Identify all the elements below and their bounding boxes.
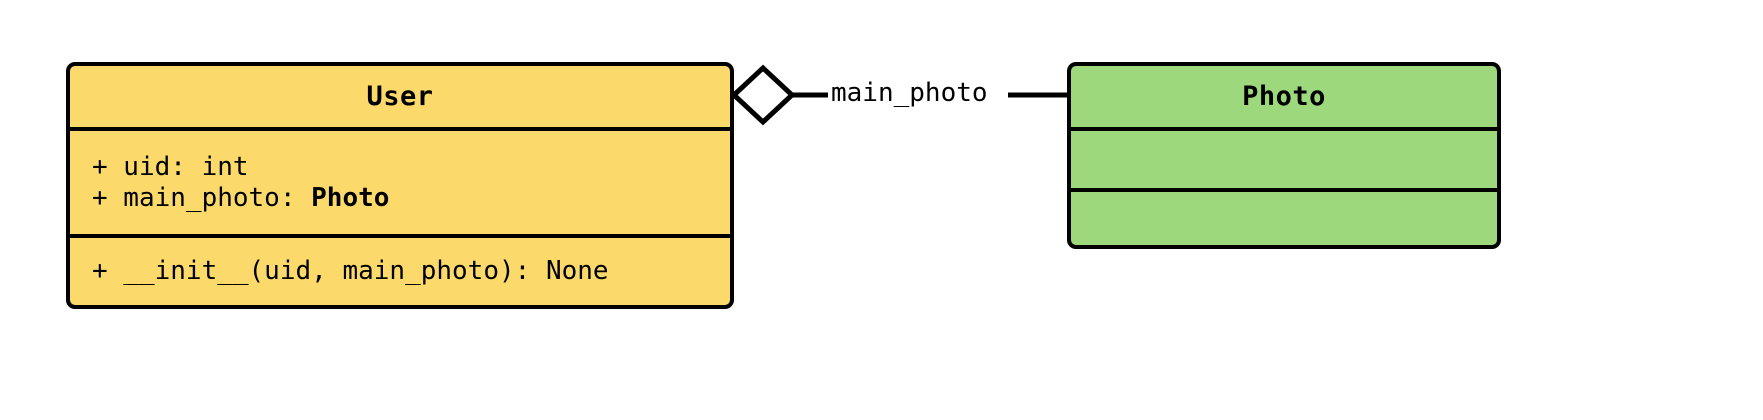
uml-class-photo[interactable]: Photo <box>1067 62 1501 249</box>
uml-class-photo-title: Photo <box>1242 81 1326 112</box>
uml-relationship-label: main_photo <box>828 78 991 108</box>
uml-attribute-main-photo: + main_photo: Photo <box>92 183 389 214</box>
uml-class-user-title: User <box>366 81 434 112</box>
uml-attribute-main-photo-type: Photo <box>311 182 390 213</box>
uml-class-photo-methods <box>1071 188 1497 245</box>
uml-class-photo-attributes <box>1071 127 1497 188</box>
uml-class-user-attributes: + uid: int + main_photo: Photo <box>70 127 730 234</box>
aggregation-diamond-icon <box>730 64 796 126</box>
uml-relationship-main-photo[interactable]: main_photo <box>730 62 1070 142</box>
uml-attribute-main-photo-prefix: + main_photo: <box>92 182 312 213</box>
uml-method-init: + __init__(uid, main_photo): None <box>92 256 609 286</box>
uml-class-user-methods: + __init__(uid, main_photo): None <box>70 234 730 305</box>
uml-class-user[interactable]: User + uid: int + main_photo: Photo + __… <box>66 62 734 309</box>
uml-attribute-uid: + uid: int <box>92 151 249 182</box>
